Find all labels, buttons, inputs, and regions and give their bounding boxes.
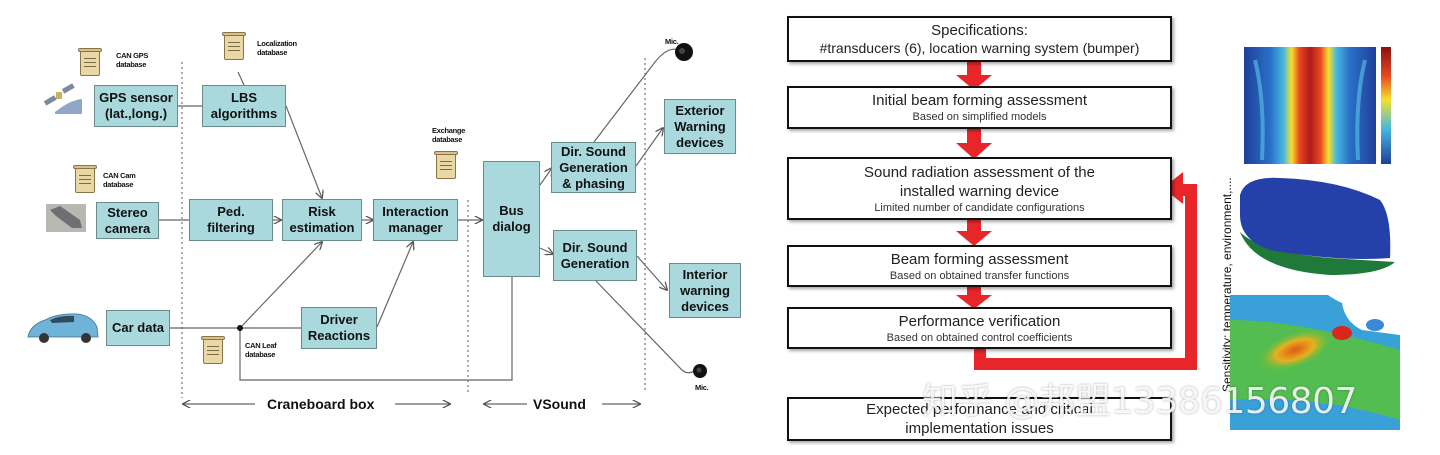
step-title: Sound radiation assessment of the instal… <box>864 163 1095 200</box>
exterior-warning-box: Exterior Warning devices <box>664 99 736 154</box>
flow-arrow-4 <box>956 286 992 309</box>
stereo-camera-box: Stereo camera <box>96 202 159 239</box>
stereo-camera-icon <box>46 204 86 232</box>
can-leaf-database-label: CAN Leaf database <box>245 341 277 359</box>
flow-arrow-1 <box>956 62 992 90</box>
dir-sound-phasing-box: Dir. Sound Generation & phasing <box>551 142 636 193</box>
flow-arrow-3 <box>956 220 992 246</box>
step-subtitle: #transducers (6), location warning syste… <box>819 40 1140 56</box>
flow-step-initial-beam: Initial beam forming assessment Based on… <box>787 86 1172 129</box>
mic-top-icon <box>675 43 693 61</box>
edge-junction-risk <box>239 242 322 329</box>
step-title: Expected performance and critical implem… <box>866 401 1093 437</box>
database-scroll-icon <box>433 151 459 181</box>
junction-dot <box>237 325 243 331</box>
mic-bottom-label: Mic. <box>695 383 709 392</box>
satellite-icon <box>43 83 82 114</box>
flow-step-beam-forming: Beam forming assessment Based on obtaine… <box>787 245 1172 287</box>
colorbar <box>1381 47 1391 164</box>
database-scroll-icon <box>77 48 103 78</box>
flow-step-specifications: Specifications: #transducers (6), locati… <box>787 16 1172 62</box>
step-subtitle: Based on obtained control coefficients <box>886 331 1073 344</box>
edge-driver-interaction <box>376 242 413 328</box>
step-title: Beam forming assessment <box>890 250 1069 268</box>
flow-step-expected-performance: Expected performance and critical implem… <box>787 397 1172 441</box>
dir-sound-generation-box: Dir. Sound Generation <box>553 230 637 281</box>
car-data-box: Car data <box>106 310 170 346</box>
mic-top-label: Mic. <box>665 37 679 46</box>
edge-bus-dirgen <box>539 248 553 254</box>
edge-dirgen-micbottom <box>595 280 695 374</box>
edge-lbs-risk <box>285 105 322 198</box>
database-scroll-icon <box>72 165 98 195</box>
watermark: 知乎 @邦盟13386156807 <box>922 381 1357 422</box>
edge-dirphasing-exterior <box>635 128 663 167</box>
step-title: Specifications: <box>931 22 1028 39</box>
flow-step-sound-radiation: Sound radiation assessment of the instal… <box>787 157 1172 220</box>
risk-estimation-box: Risk estimation <box>282 199 362 241</box>
sound-field-simulation <box>1230 295 1400 430</box>
interior-warning-box: Interior warning devices <box>669 263 741 318</box>
gps-sensor-box: GPS sensor (lat.,long.) <box>94 85 178 127</box>
edge-locdb-lbs <box>237 71 245 86</box>
interaction-manager-box: Interaction manager <box>373 199 458 241</box>
flow-step-performance-verification: Performance verification Based on obtain… <box>787 307 1172 349</box>
database-scroll-icon <box>200 336 226 366</box>
car-icon <box>27 313 99 343</box>
edge-junction-bus-loop <box>239 277 513 381</box>
beam-pattern-heatmap <box>1244 47 1376 164</box>
step-title: Initial beam forming assessment <box>871 92 1088 109</box>
database-scroll-icon <box>221 32 247 62</box>
vsound-label: VSound <box>533 396 586 412</box>
craneboard-box-label: Craneboard box <box>267 396 375 412</box>
feedback-loop-arrow <box>974 172 1197 370</box>
lbs-algorithms-box: LBS algorithms <box>202 85 286 127</box>
edge-dirgen-interior <box>636 255 667 290</box>
can-cam-database-label: CAN Cam database <box>103 171 136 189</box>
step-subtitle: Based on obtained transfer functions <box>889 269 1070 282</box>
flow-arrow-2 <box>956 128 992 159</box>
driver-reactions-box: Driver Reactions <box>301 307 377 349</box>
exchange-database-label: Exchange database <box>432 126 466 144</box>
mic-bottom-icon <box>693 364 707 378</box>
bus-dialog-box: Bus dialog <box>483 161 540 277</box>
bumper-3d-model <box>1240 177 1395 275</box>
edge-bus-dirphasing <box>539 168 552 186</box>
step-title: Performance verification <box>898 312 1061 330</box>
step-subtitle: Limited number of candidate configuratio… <box>874 201 1085 214</box>
ped-filtering-box: Ped. filtering <box>189 199 273 241</box>
step-subtitle: Based on simplified models <box>912 111 1047 123</box>
can-gps-database-label: CAN GPS database <box>116 51 149 69</box>
localization-database-label: Localization database <box>257 39 297 57</box>
